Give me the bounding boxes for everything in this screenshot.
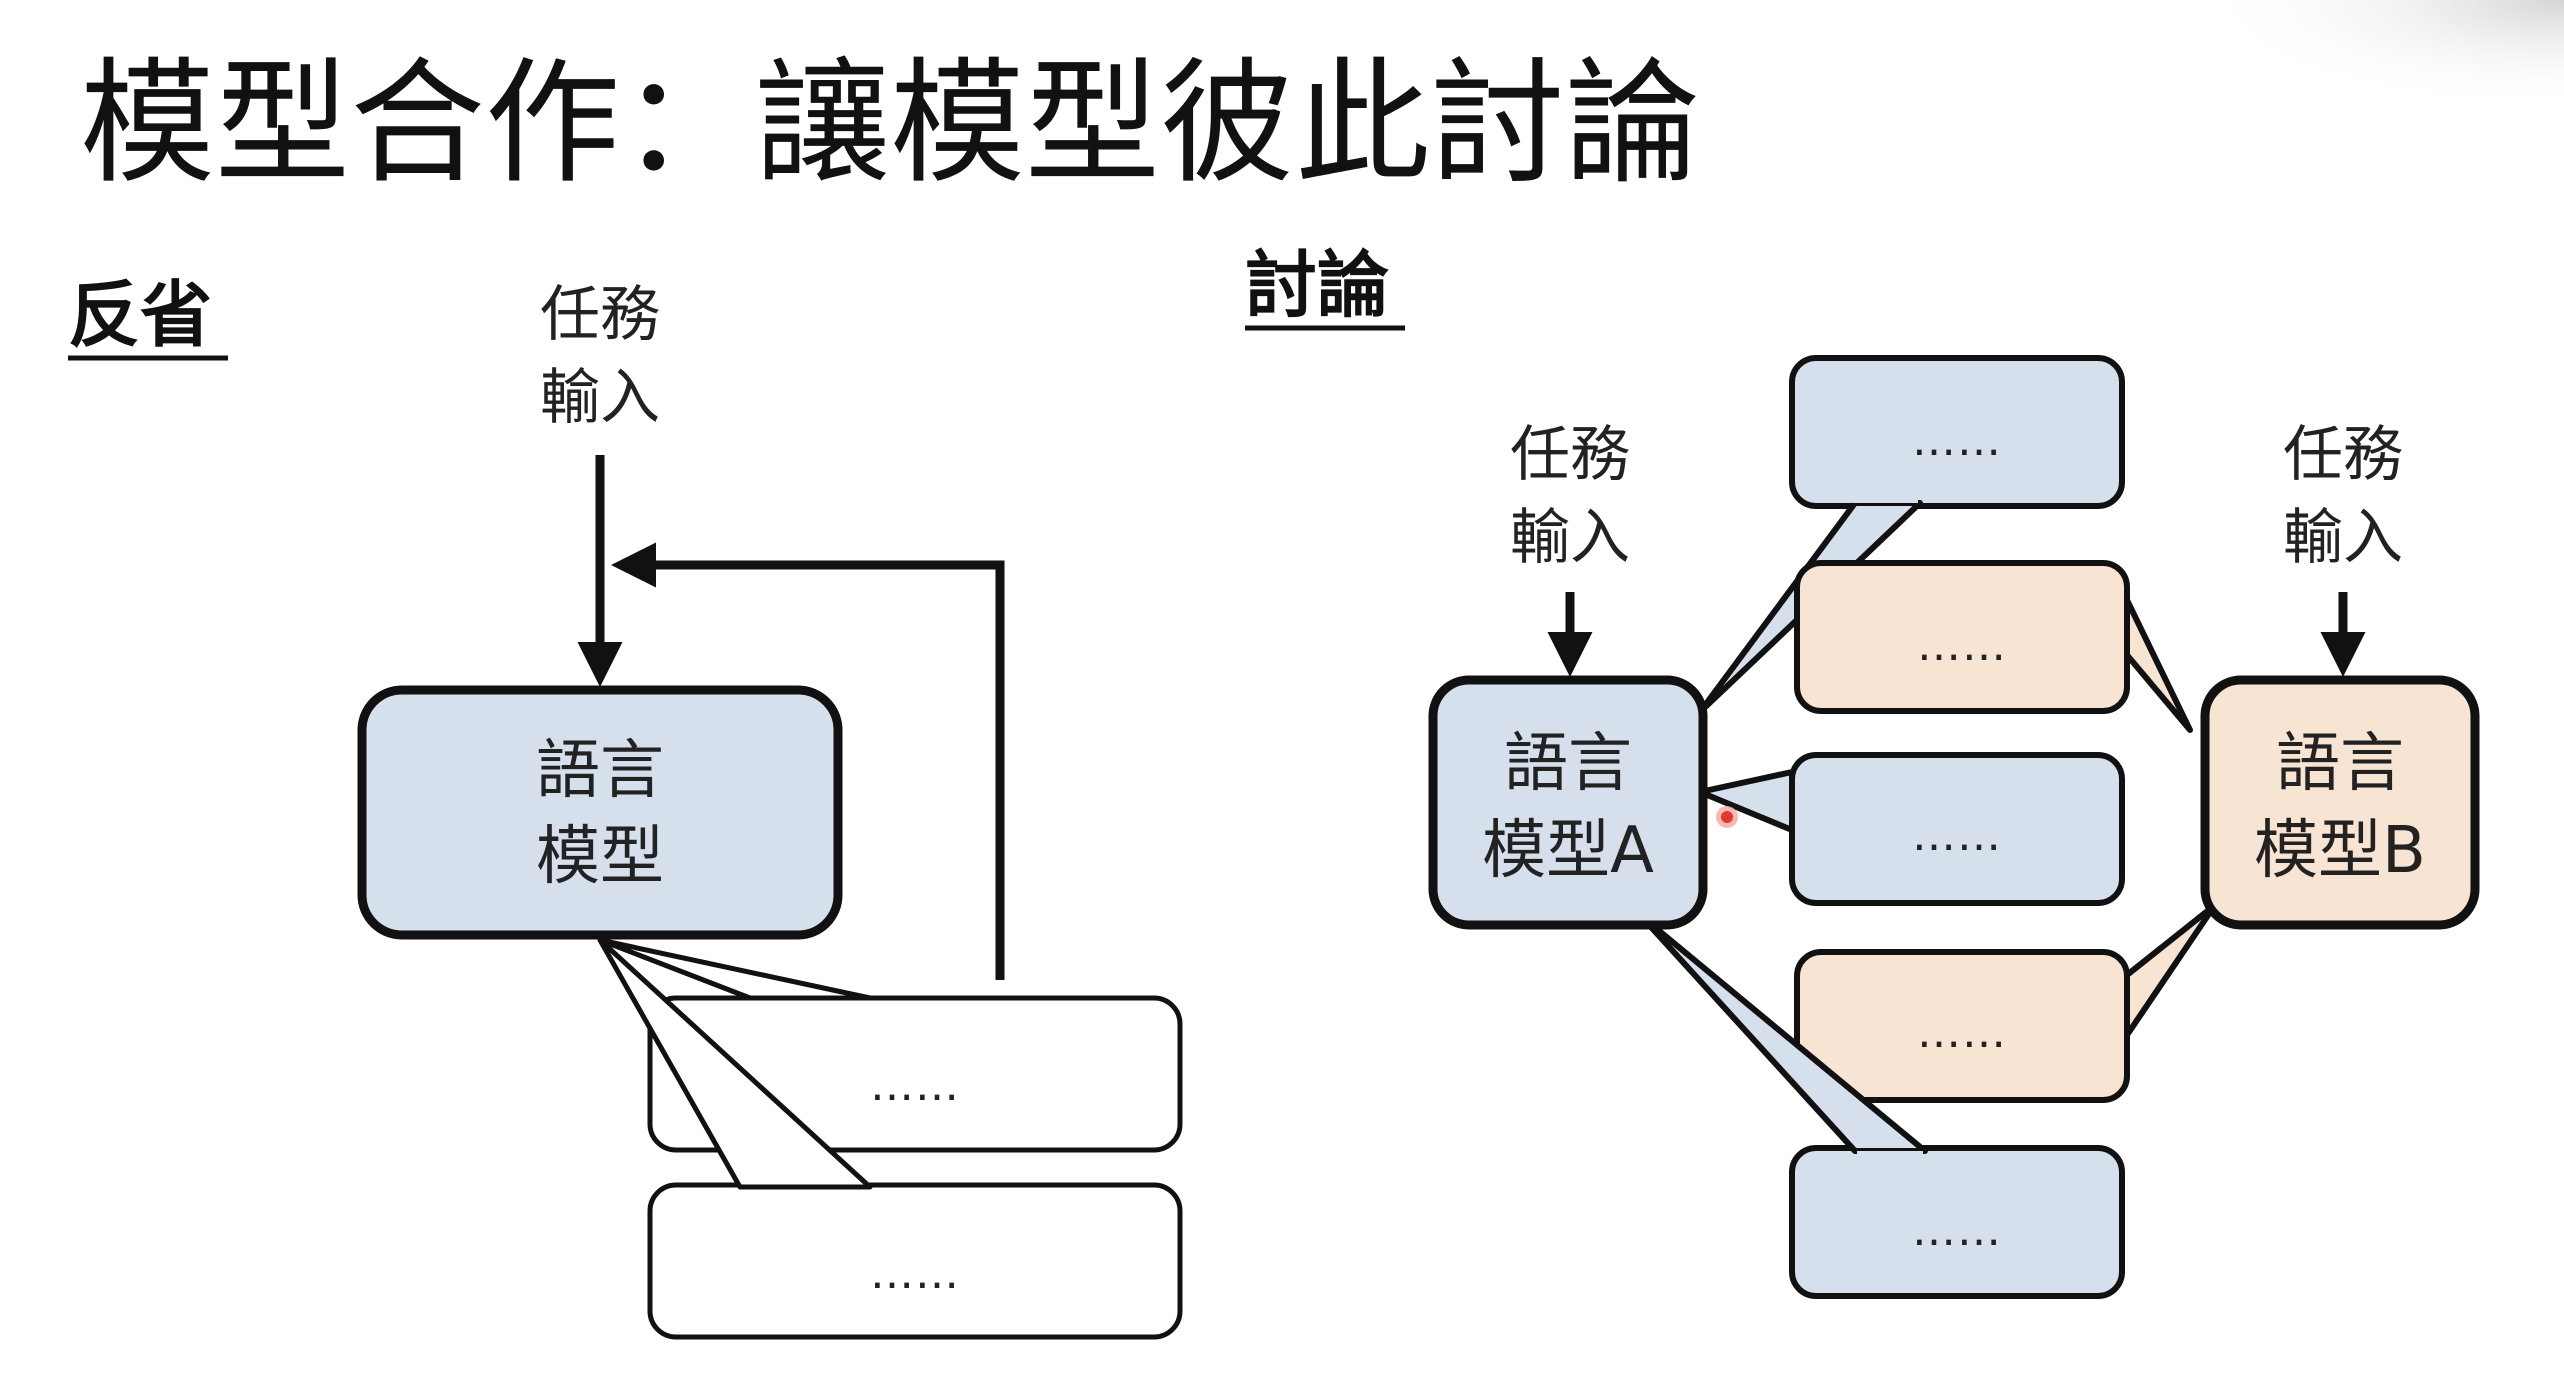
- discussion-bubble-5-tail-mask: [1857, 1151, 1923, 1159]
- model-a-box: [1428, 675, 1708, 930]
- reflection-bubble-top-text: ……: [870, 1060, 960, 1111]
- discussion-bubble-5-text: ……: [1912, 1205, 2002, 1256]
- reflection-task-input-line2: 輸入: [540, 363, 660, 433]
- task-input-b-line2: 輸入: [2283, 503, 2403, 573]
- model-a-line2: 模型A: [1482, 814, 1654, 888]
- reflection-bubble-bottom-text: ……: [870, 1248, 960, 1299]
- model-b-box: [2200, 675, 2480, 930]
- slide-title: 模型合作：讓模型彼此討論: [80, 45, 1700, 202]
- reflection-label: 反省: [68, 273, 212, 357]
- reflection-model-line1: 語言: [536, 734, 664, 808]
- discussion-section: 討論 任務 輸入 任務 輸入 …… …… …… …… …… 語言: [1245, 243, 2480, 1299]
- discussion-bubble-3-tail: [1697, 769, 1795, 833]
- task-input-a-line2: 輸入: [1510, 503, 1630, 573]
- discussion-label: 討論: [1245, 243, 1389, 327]
- model-a-line1: 語言: [1504, 727, 1632, 801]
- model-b-line1: 語言: [2276, 727, 2404, 801]
- reflection-section: 反省 任務 輸入 …… …… 語言 模型: [68, 273, 1183, 1340]
- discussion-bubble-3-text: ……: [1912, 810, 2002, 861]
- reflection-bubble-bottom-tail: [597, 937, 873, 1190]
- discussion-bubble-1-text: ……: [1912, 415, 2002, 466]
- discussion-bubble-2-text: ……: [1917, 620, 2007, 671]
- reflection-model-line2: 模型: [536, 820, 664, 894]
- model-b-line2: 模型B: [2254, 814, 2426, 888]
- discussion-bubble-2-tail: [2124, 597, 2193, 733]
- task-input-b-line1: 任務: [2283, 420, 2403, 490]
- task-input-a-line1: 任務: [1510, 420, 1630, 490]
- reflection-bubble-bottom: [647, 1182, 1183, 1340]
- reflection-bubble-top-tail: [597, 937, 873, 1001]
- corner-shadow: [2200, 0, 2564, 110]
- laser-pointer-icon: [1716, 806, 1738, 828]
- reflection-task-input-line1: 任務: [540, 280, 660, 350]
- discussion-bubble-4-tail: [2124, 902, 2218, 1038]
- reflection-feedback-loop: [611, 542, 1005, 980]
- discussion-bubble-5: [1789, 1145, 2125, 1299]
- reflection-model-box: [357, 685, 843, 940]
- discussion-bubble-1: [1789, 355, 2125, 509]
- discussion-bubble-1-tail-mask: [1852, 495, 1918, 503]
- discussion-bubble-4-text: ……: [1917, 1007, 2007, 1058]
